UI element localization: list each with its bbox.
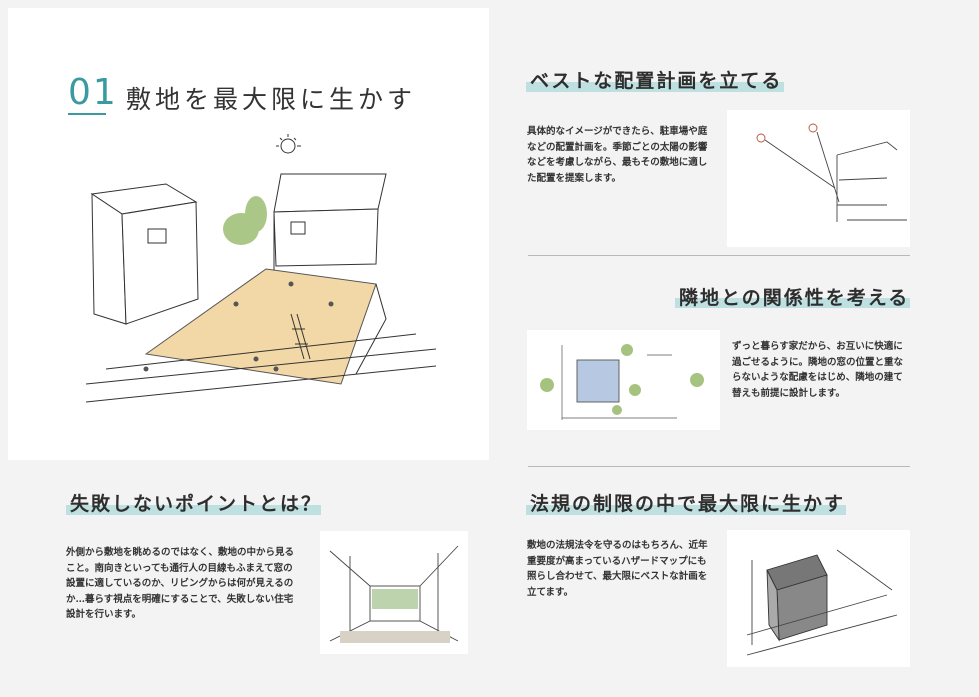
section-heading: 失敗しないポイントとは？ [70,493,323,515]
zoning-envelope-sketch [727,530,910,667]
section-heading: 法規の制限の中で最大限に生かす [530,493,846,515]
section-divider [528,466,910,467]
heading-highlight [675,298,910,308]
section-number: 01 [68,72,118,113]
page-title: 敷地を最大限に生かす [126,85,417,114]
section-heading: 隣地との関係性を考える [679,287,910,309]
neighbor-plan-diagram [527,330,720,430]
heading-highlight [526,82,784,92]
section-body-text: 敷地の法規法令を守るのはもちろん、近年重要度が高まっているハザードマップにも照ら… [527,540,708,598]
interior-view-sketch [320,531,468,654]
section-body-text: ずっと暮らす家だから、お互いに快適に過ごせるように。隣地の窓の位置と重ならないよ… [732,341,904,399]
section-number-underline [68,113,106,115]
section-heading: ベストな配置計画を立てる [530,70,783,92]
section-body-text: 外側から敷地を眺めるのではなく、敷地の中から見ること。南向きといっても通行人の目… [66,547,295,620]
section-divider [528,255,910,256]
heading-highlight [66,505,321,515]
section-body-text: 具体的なイメージができたら、駐車場や庭などの配置計画を。季節ごとの太陽の影響など… [527,126,708,184]
sun-angle-diagram [727,110,910,247]
heading-highlight [526,505,846,515]
site-sketch-illustration [86,134,436,403]
